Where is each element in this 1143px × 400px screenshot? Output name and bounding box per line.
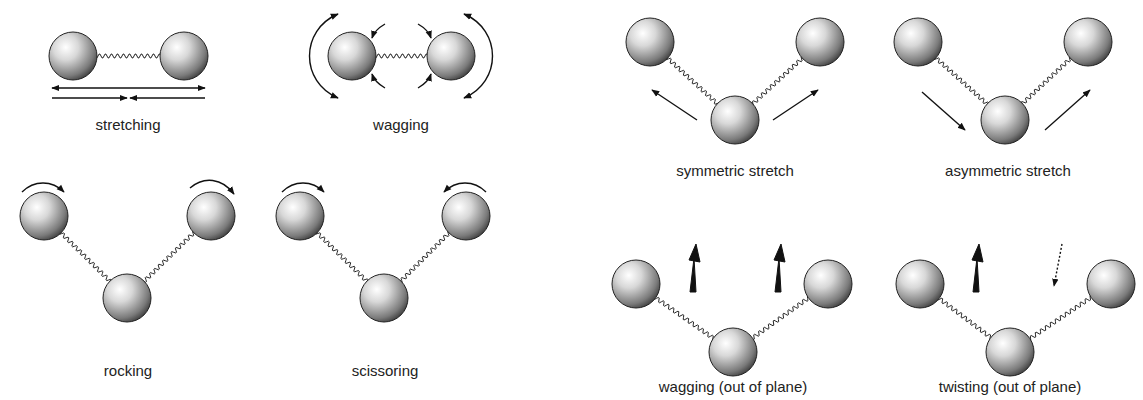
atom-sphere (796, 18, 844, 66)
wedge-arrow (689, 244, 700, 262)
atom-sphere (986, 328, 1034, 376)
arrow (922, 92, 965, 130)
bond (752, 296, 811, 340)
wedge-arrow (973, 258, 979, 292)
atom-sphere (276, 192, 324, 240)
arrow (652, 90, 697, 120)
bond (95, 54, 162, 58)
atom-sphere (103, 274, 151, 322)
arrow (282, 183, 324, 192)
atom-sphere (709, 328, 757, 376)
mode-label: wagging (out of plane) (659, 378, 807, 396)
arrow (464, 14, 493, 98)
atom-sphere (711, 96, 759, 144)
atom-sphere (1087, 260, 1135, 308)
arrow (372, 74, 385, 88)
bond (654, 297, 714, 341)
bond (374, 54, 429, 58)
arrow (1054, 244, 1062, 286)
atom-sphere (160, 32, 208, 80)
atom-sphere (626, 18, 674, 66)
atom-sphere (49, 32, 97, 80)
mode-label: wagging (373, 116, 429, 134)
arrow (418, 74, 431, 88)
bond (752, 56, 803, 106)
wedge-arrow (972, 244, 983, 262)
bond (59, 231, 111, 282)
atom-sphere (981, 96, 1029, 144)
arrow (1045, 90, 1090, 130)
arrow (22, 183, 64, 192)
mode-label: symmetric stretch (676, 162, 794, 180)
arrow (52, 87, 205, 88)
arrow (418, 24, 431, 38)
atom-sphere (427, 32, 475, 80)
atom-sphere (187, 192, 235, 240)
atom-sphere (360, 274, 408, 322)
bond (934, 57, 989, 105)
atom-sphere (894, 18, 942, 66)
mode-label: scissoring (352, 362, 419, 380)
atom-sphere (442, 192, 490, 240)
bond (1030, 295, 1093, 341)
atom-sphere (20, 192, 68, 240)
bond (1021, 56, 1072, 104)
arrow (52, 97, 127, 98)
bond (401, 231, 450, 283)
atom-sphere (328, 32, 376, 80)
arrow (130, 97, 205, 98)
arrow (190, 180, 234, 194)
mode-label: stretching (95, 116, 160, 134)
atom-sphere (896, 260, 944, 308)
atom-sphere (612, 260, 660, 308)
mode-label: twisting (out of plane) (939, 378, 1082, 396)
atom-sphere (1064, 18, 1112, 66)
bond (315, 231, 368, 283)
wedge-arrow (775, 258, 781, 292)
arrow (773, 90, 818, 120)
bond (142, 231, 196, 283)
arrow (444, 183, 486, 192)
arrow (372, 24, 385, 38)
mode-label: rocking (104, 362, 152, 380)
mode-label: asymmetric stretch (945, 162, 1071, 180)
arrow (310, 14, 339, 98)
atom-sphere (804, 260, 852, 308)
wedge-arrow (774, 244, 785, 262)
bond (666, 57, 720, 104)
wedge-arrow (690, 258, 696, 292)
bond (937, 297, 990, 340)
